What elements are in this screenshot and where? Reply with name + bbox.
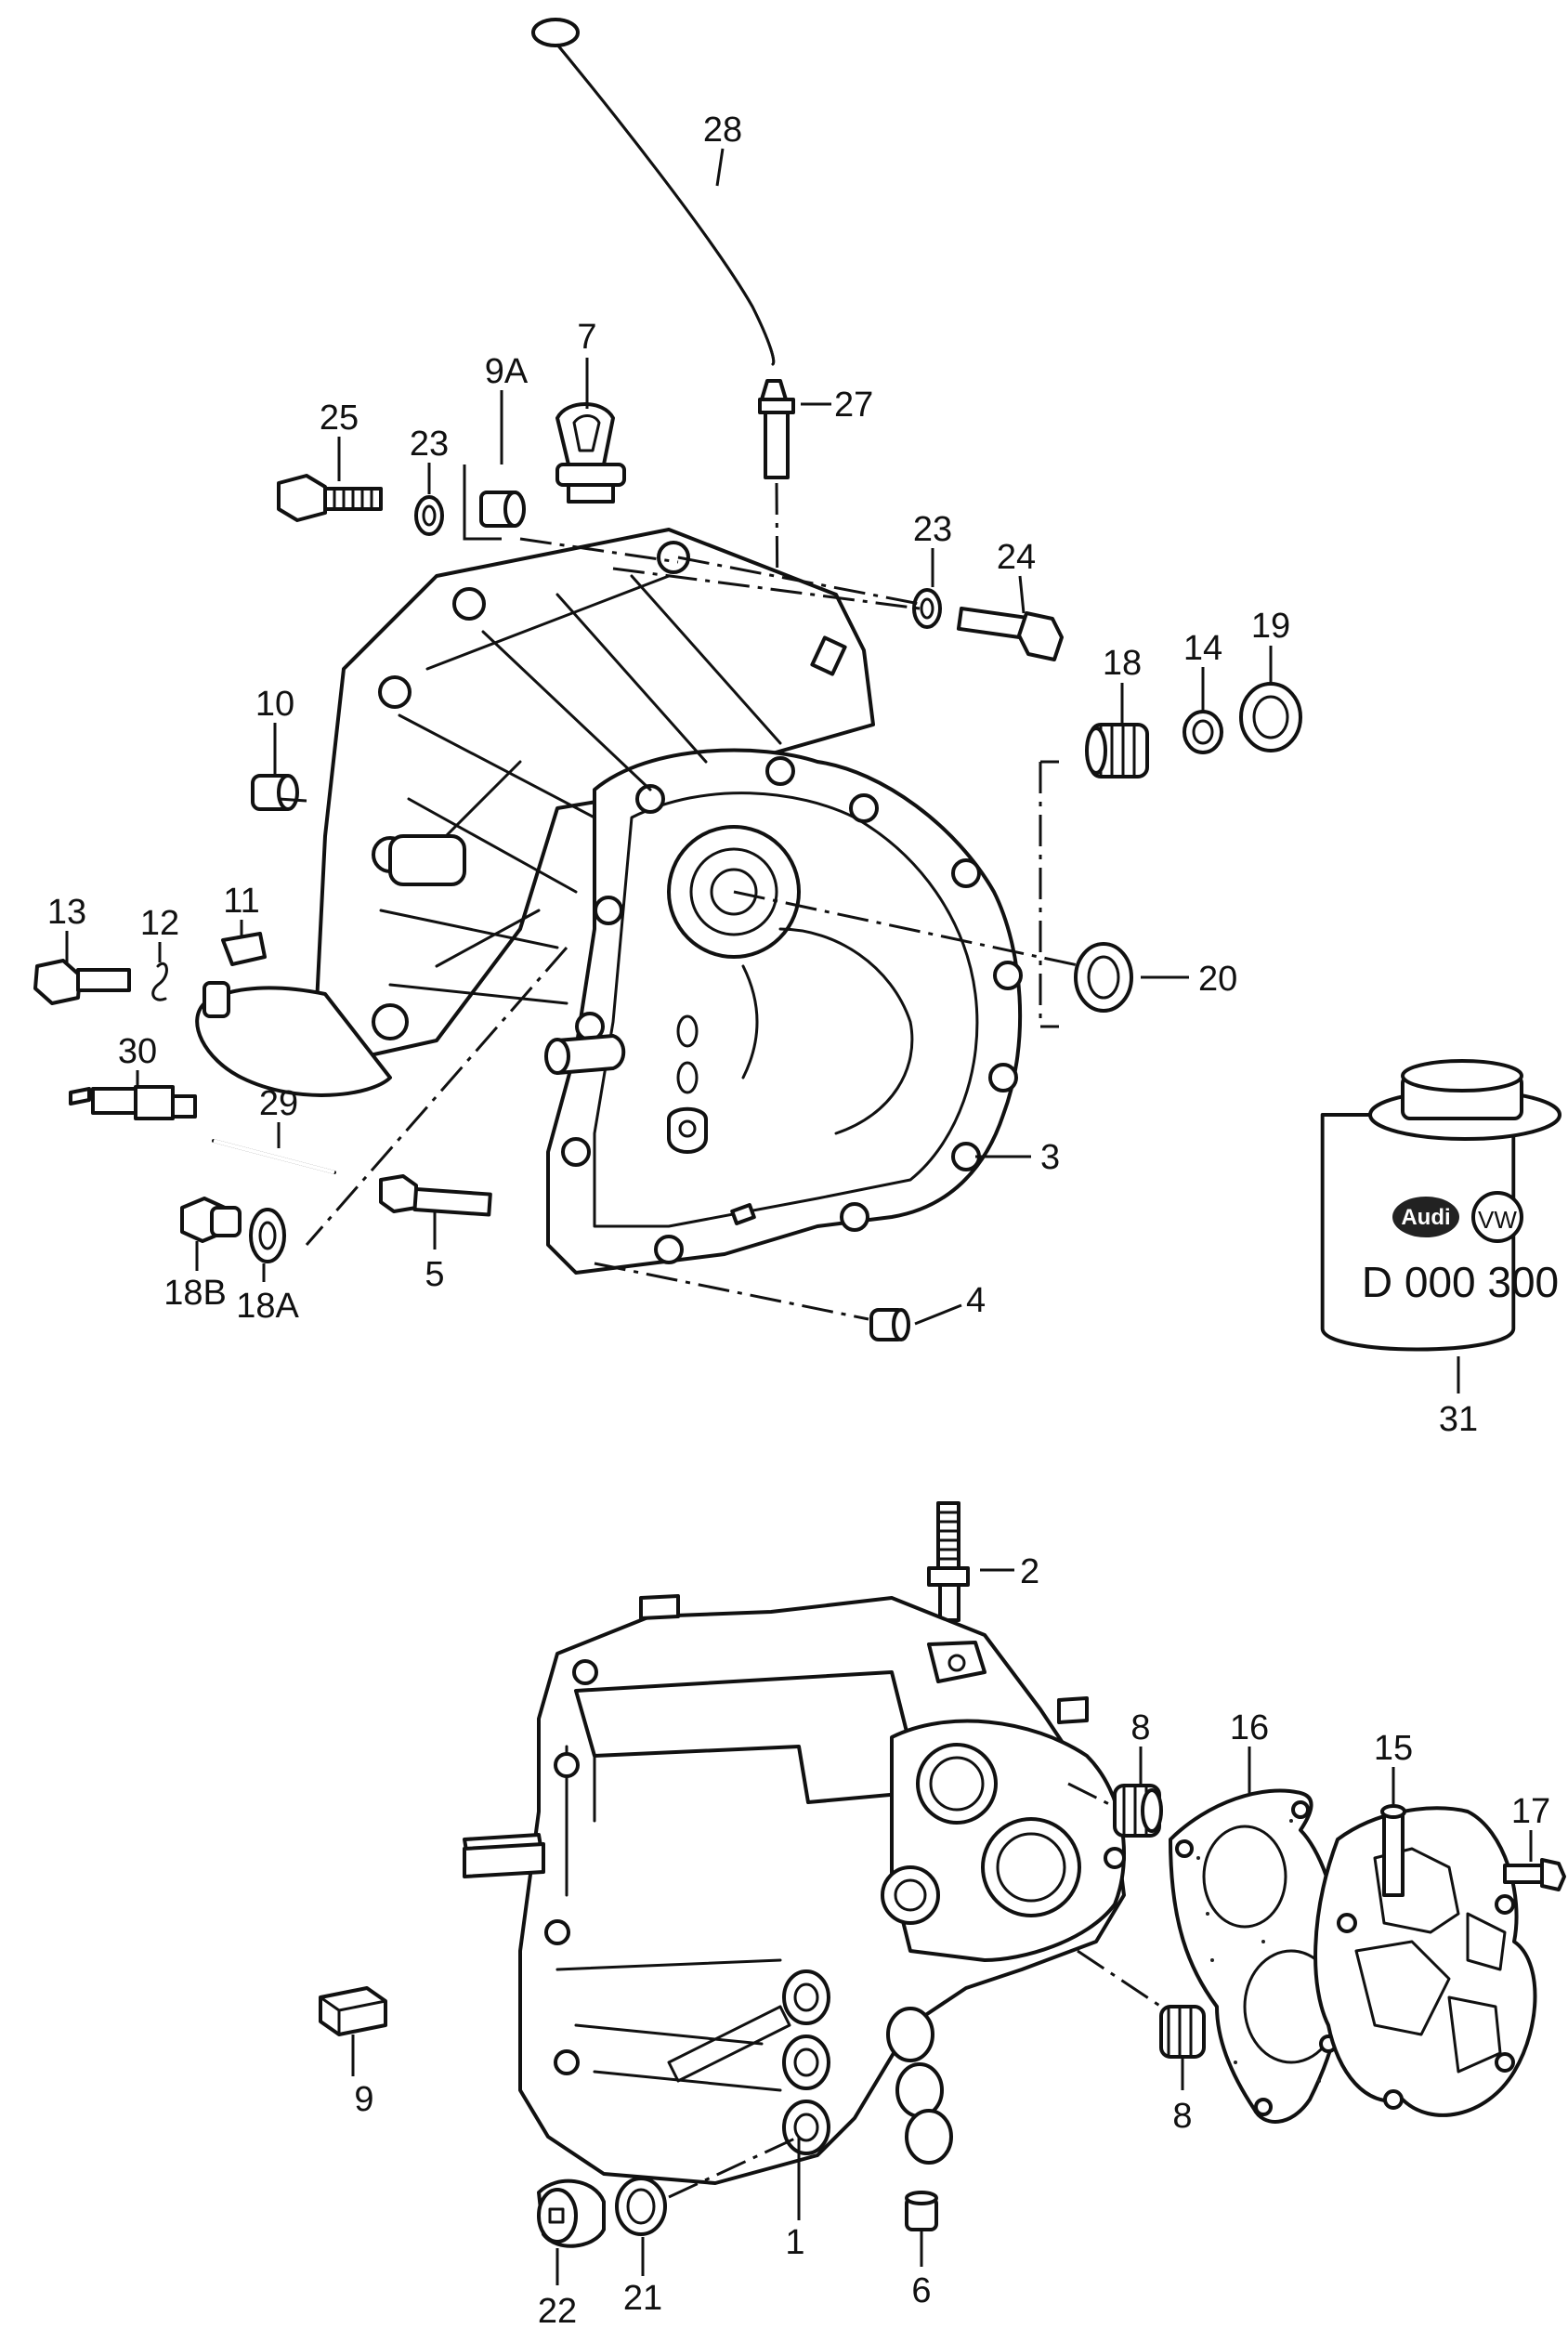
callout-16: 16: [1230, 1708, 1269, 1747]
block-9: [319, 1986, 387, 2036]
callout-14: 14: [1183, 629, 1222, 668]
gearbox-housing: [463, 1594, 1126, 2185]
callout-18b: 18B: [163, 1274, 227, 1313]
callout-24: 24: [997, 538, 1036, 577]
oil-can-31: Audi VW D 000 300: [1320, 1059, 1561, 1352]
plug-6: [905, 2191, 938, 2231]
callout-30: 30: [118, 1032, 157, 1071]
audi-badge: [1392, 1197, 1459, 1237]
leader-lines: [65, 148, 1533, 2285]
callout-18: 18: [1103, 644, 1142, 683]
spring-clip-12: [151, 962, 168, 1001]
callout-12: 12: [140, 904, 179, 943]
seal-18a: [249, 1208, 286, 1263]
callout-7: 7: [577, 318, 596, 357]
callout-31: 31: [1439, 1400, 1478, 1439]
bolt-17: [1503, 1858, 1566, 1891]
audi-brand-text: Audi: [1401, 1205, 1450, 1230]
filler-plug: [555, 402, 626, 504]
switch-30: [69, 1085, 197, 1120]
oil-seal-20: [1074, 942, 1133, 1013]
callout-25: 25: [320, 399, 359, 438]
bolt-24: [956, 606, 1064, 661]
callout-9a: 9A: [485, 352, 529, 391]
bolt-25: [277, 474, 383, 522]
callout-6: 6: [911, 2271, 931, 2310]
vw-brand-text: VW: [1478, 1206, 1517, 1234]
callout-15: 15: [1374, 1729, 1413, 1768]
cover-15: [1313, 1804, 1537, 2117]
breather-hose: [531, 18, 776, 366]
callout-21: 21: [623, 2279, 662, 2318]
threaded-plug-18: [1085, 723, 1149, 778]
dowel-sleeve-4: [869, 1308, 910, 1341]
dowel-sleeve-10: [251, 774, 299, 811]
plug-22: [537, 2178, 606, 2248]
bracket-11: [221, 932, 267, 966]
callout-28: 28: [703, 111, 742, 150]
callout-11: 11: [223, 882, 259, 921]
callout-20: 20: [1198, 960, 1237, 999]
callout-29: 29: [259, 1084, 298, 1123]
callout-9: 9: [354, 2080, 373, 2119]
plug-8b: [1159, 2005, 1206, 2059]
sleeve-9a: [463, 464, 526, 541]
callout-22: 22: [538, 2292, 577, 2331]
callout-8b: 8: [1172, 2097, 1192, 2136]
seal-19: [1239, 682, 1302, 752]
callout-4: 4: [966, 1281, 986, 1320]
callout-27: 27: [834, 386, 873, 425]
bush-14: [1183, 710, 1223, 754]
callout-8a: 8: [1130, 1708, 1150, 1747]
washer-23b: [912, 588, 942, 629]
clutch-housing: [195, 528, 1023, 1275]
callout-5: 5: [425, 1255, 444, 1294]
callout-18a: 18A: [236, 1287, 299, 1326]
callout-17: 17: [1511, 1792, 1550, 1831]
callout-3: 3: [1040, 1138, 1060, 1177]
vw-badge: [1471, 1191, 1523, 1243]
plug-8a: [1113, 1784, 1163, 1838]
callout-numbers: 28 27 7 9A 25 23 23 24 18 14 19 20 10 13…: [47, 111, 1550, 2331]
oil-can-part-code: D 000 300: [1362, 1258, 1559, 1306]
callout-23a: 23: [410, 425, 449, 464]
rod-29: [212, 1139, 336, 1174]
flange-bolt-holes: [561, 756, 1023, 1264]
bolt-5: [379, 1174, 492, 1217]
bolt-13: [33, 959, 131, 1005]
callout-19: 19: [1251, 607, 1290, 646]
callout-2: 2: [1020, 1552, 1039, 1591]
callout-1: 1: [785, 2223, 804, 2262]
callout-10: 10: [255, 685, 294, 724]
seal-21: [615, 2177, 667, 2236]
drain-plug-18b: [180, 1197, 242, 1243]
callout-23b: 23: [913, 510, 952, 549]
assembly-lines-upper: [278, 537, 1083, 1321]
callout-13: 13: [47, 893, 86, 932]
washer-23a: [414, 495, 444, 536]
